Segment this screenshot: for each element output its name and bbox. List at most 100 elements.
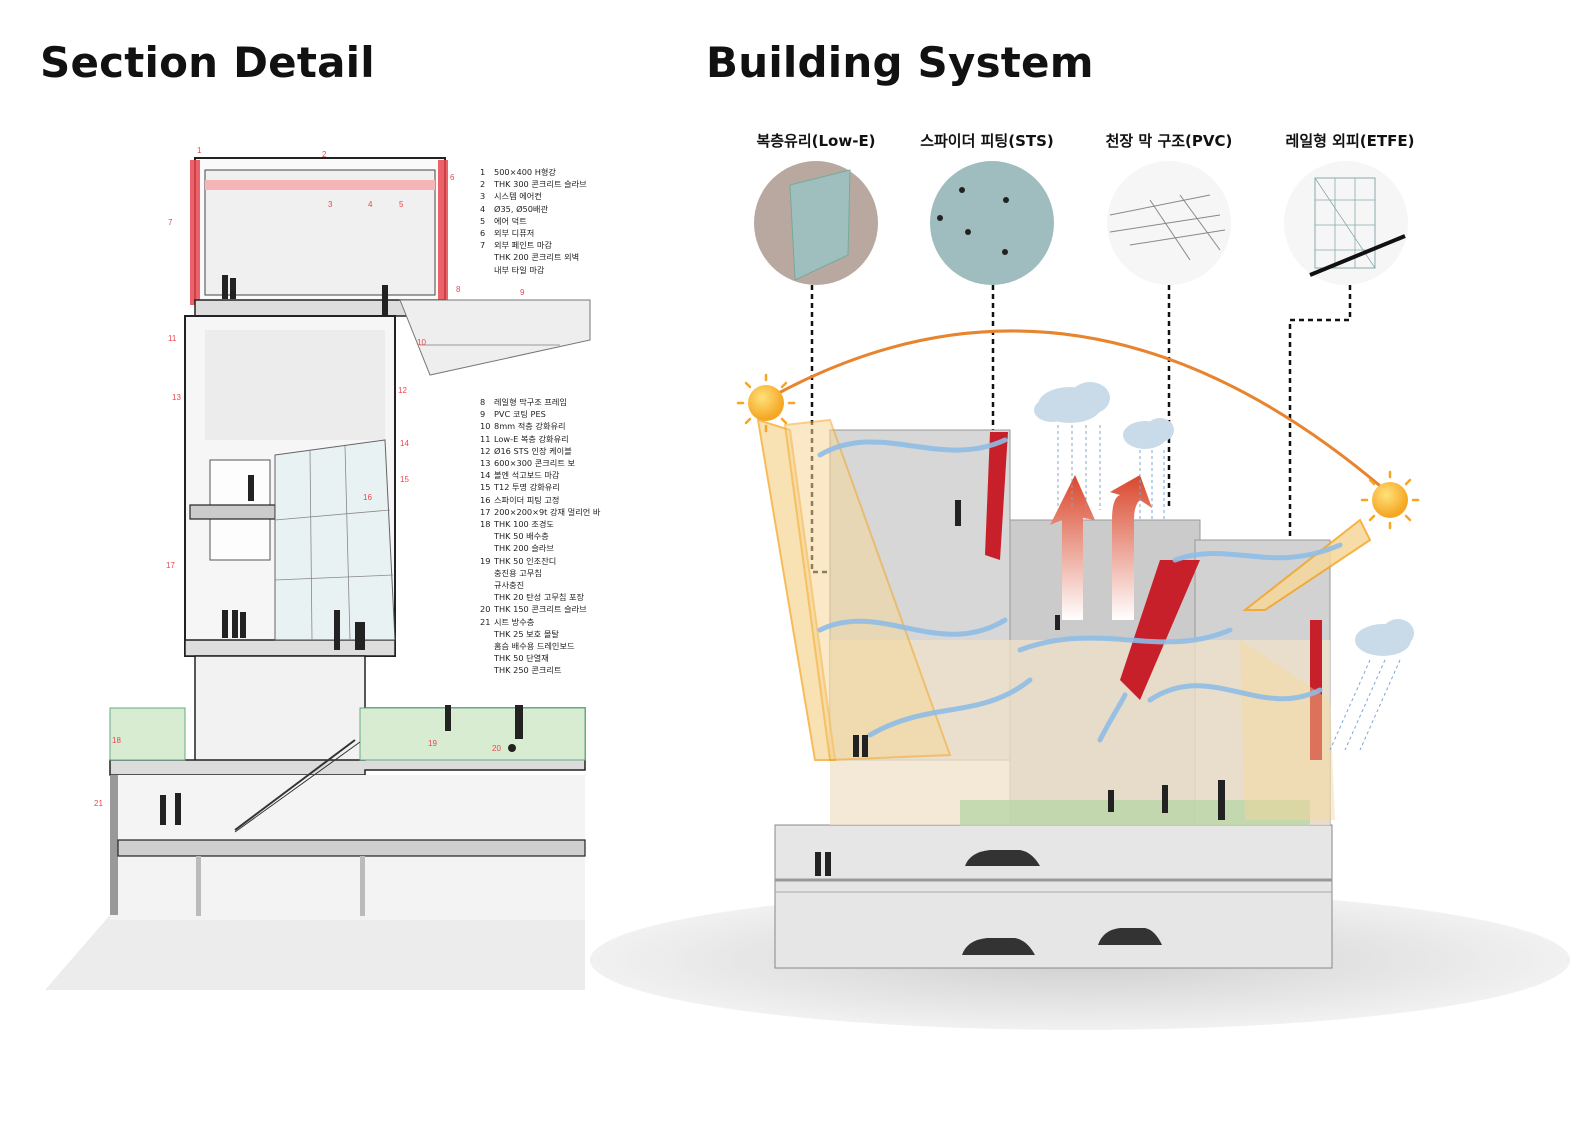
legend-item-text: PVC 코팅 PES [494, 409, 546, 420]
legend-item-number: 18 [480, 519, 491, 530]
legend-item-text: THK 200 콘크리트 외벽 [494, 252, 580, 263]
legend-item-number [480, 652, 494, 664]
red-truss-frame [1120, 560, 1200, 700]
right-volume [1194, 539, 1331, 826]
building-system-title: Building System [706, 38, 1094, 87]
legend-item-number: 16 [480, 494, 491, 505]
legend-item-text: Ø16 STS 인장 케이블 [494, 445, 572, 456]
callout-5: 5 [399, 200, 404, 209]
legend-item-number [480, 591, 494, 603]
etfe-rail-skin-icon [1284, 161, 1408, 285]
legend-item-number: 21 [480, 616, 491, 627]
callout-15: 15 [400, 475, 409, 484]
legend-item-number: 12 [480, 445, 491, 456]
legend-item-number: 6 [480, 228, 486, 239]
legend-item-text: THK 50 배수층 [494, 531, 549, 542]
tower-volume [829, 429, 1011, 761]
legend-item-text: 시트 방수층 [494, 616, 535, 627]
legend-item-text: THK 100 조경도 [494, 519, 554, 530]
legend-item-number [480, 251, 494, 263]
callout-13: 13 [172, 393, 181, 402]
callout-19: 19 [428, 739, 437, 748]
low-e-glass-icon [754, 161, 878, 285]
legend-item-text: 600×300 콘크리트 보 [494, 458, 575, 469]
legend-item-number: 19 [480, 555, 491, 566]
pvc-membrane-icon [1107, 161, 1231, 285]
exterior-wall-red-right [438, 160, 448, 305]
exterior-wall-red-left [190, 160, 200, 305]
legend-item: 1 500×400 H형강 [480, 166, 587, 178]
lower-shaft [194, 655, 366, 767]
legend-item-text: 레일형 막구조 프레임 [494, 397, 567, 407]
foundation-volume [110, 850, 585, 920]
legend-item-number: 9 [480, 409, 486, 420]
stair [234, 739, 356, 831]
pvc-canopy [399, 299, 591, 376]
legend-item: 8 레일형 막구조 프레임 [480, 396, 600, 408]
legend-item-number: 8 [480, 397, 486, 407]
legend-item-text: THK 50 단열재 [494, 653, 549, 664]
turf-floor [960, 800, 1310, 826]
legend-item-number: 7 [480, 240, 486, 251]
callout-18: 18 [112, 736, 121, 745]
callout-6: 6 [450, 173, 455, 182]
legend-item-text: 8mm 적층 강화유리 [494, 421, 566, 432]
legend-item: THK 200 슬라브 [480, 542, 600, 554]
louvre-right [1242, 518, 1372, 611]
legend-item-text: 시스템 에어컨 [494, 191, 542, 202]
ground-shadow [590, 890, 1570, 1030]
legend-item-number [480, 530, 494, 542]
people-silhouettes [160, 275, 523, 825]
glass-curtain-wall [274, 439, 396, 641]
legend-item-number: 4 [480, 203, 486, 214]
legend-item: THK 250 콘크리트 [480, 664, 600, 676]
legend-item-number: 5 [480, 215, 486, 226]
callout-2: 2 [322, 150, 327, 159]
legend-item-text: Low-E 복층 강화유리 [494, 433, 569, 444]
legend-item-text: 500×400 H형강 [494, 167, 556, 177]
callout-20: 20 [492, 744, 501, 753]
parking-levels [774, 824, 1333, 969]
legend-item-number: 1 [480, 167, 486, 177]
legend-item-number [480, 542, 494, 554]
legend-item-number [480, 664, 494, 676]
legend-item: 홈슴 배수용 드레인보드 [480, 640, 600, 652]
legend-item-number: 11 [480, 433, 491, 444]
sun-icon-left [748, 385, 784, 421]
legend-item-text: THK 150 콘크리트 슬라브 [494, 604, 587, 615]
building-body [774, 429, 1333, 969]
callout-11: 11 [168, 334, 177, 343]
legend-item-text: THK 200 슬라브 [494, 543, 554, 554]
clouds [1034, 382, 1414, 751]
legend-item-number [480, 567, 494, 579]
legend-item-text: THK 20 탄성 고무칩 포장 [494, 592, 585, 603]
sun-path-arc [774, 329, 1386, 492]
people-silhouettes-system [815, 500, 1225, 876]
callout-3: 3 [328, 200, 333, 209]
sport-hall [830, 640, 1330, 825]
legend-item: 규사충진 [480, 579, 600, 591]
green-roof [109, 707, 186, 761]
callout-17: 17 [166, 561, 175, 570]
callout-21: 21 [94, 799, 103, 808]
sun-icons [736, 373, 1420, 530]
legend-item-number: 2 [480, 179, 486, 190]
sun-icon-right [1372, 482, 1408, 518]
section-detail-title: Section Detail [40, 38, 375, 87]
callout-9: 9 [520, 288, 525, 297]
top-room-interior [204, 169, 436, 296]
legend-item-text: 스파이더 피팅 고정 [494, 494, 560, 505]
legend-item-text: THK 250 콘크리트 [494, 665, 562, 676]
callout-12: 12 [398, 386, 407, 395]
legend-item-text: 내부 타일 마감 [494, 264, 545, 275]
ceiling-duct-zone [205, 180, 435, 190]
legend-item-text: THK 25 보호 몰탈 [494, 628, 559, 639]
basement-level-1 [118, 775, 585, 845]
